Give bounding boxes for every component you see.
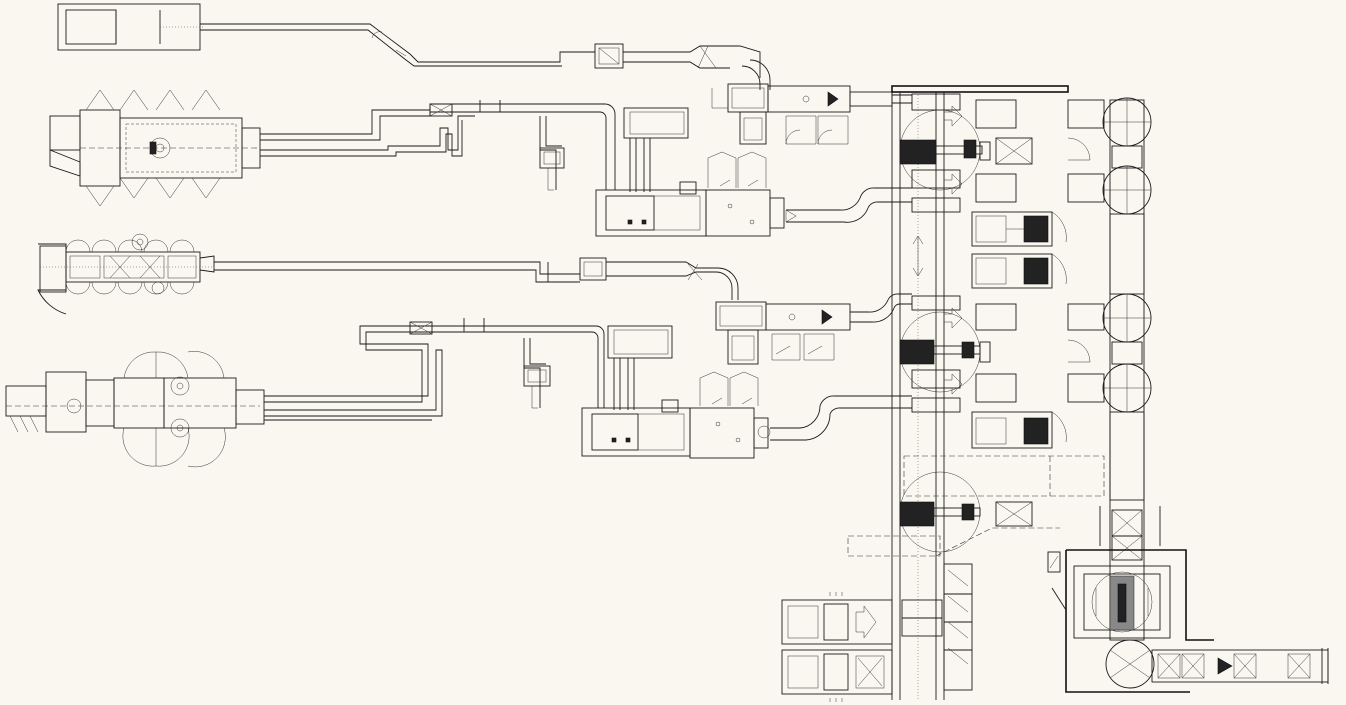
stretch-wrapper xyxy=(1047,549,1329,693)
main-corridor xyxy=(847,85,1105,700)
filling-line-3 xyxy=(37,233,912,365)
case-packers xyxy=(781,592,893,702)
palletizer-cell-b xyxy=(899,295,1105,449)
palletizer-cell-a xyxy=(899,93,1105,289)
palletizer-cell-c xyxy=(899,471,1033,553)
filling-line-2 xyxy=(49,89,912,237)
filling-line-4 xyxy=(5,318,912,468)
pallet-conveyor-column xyxy=(1099,97,1161,641)
filling-line-1 xyxy=(57,3,912,145)
